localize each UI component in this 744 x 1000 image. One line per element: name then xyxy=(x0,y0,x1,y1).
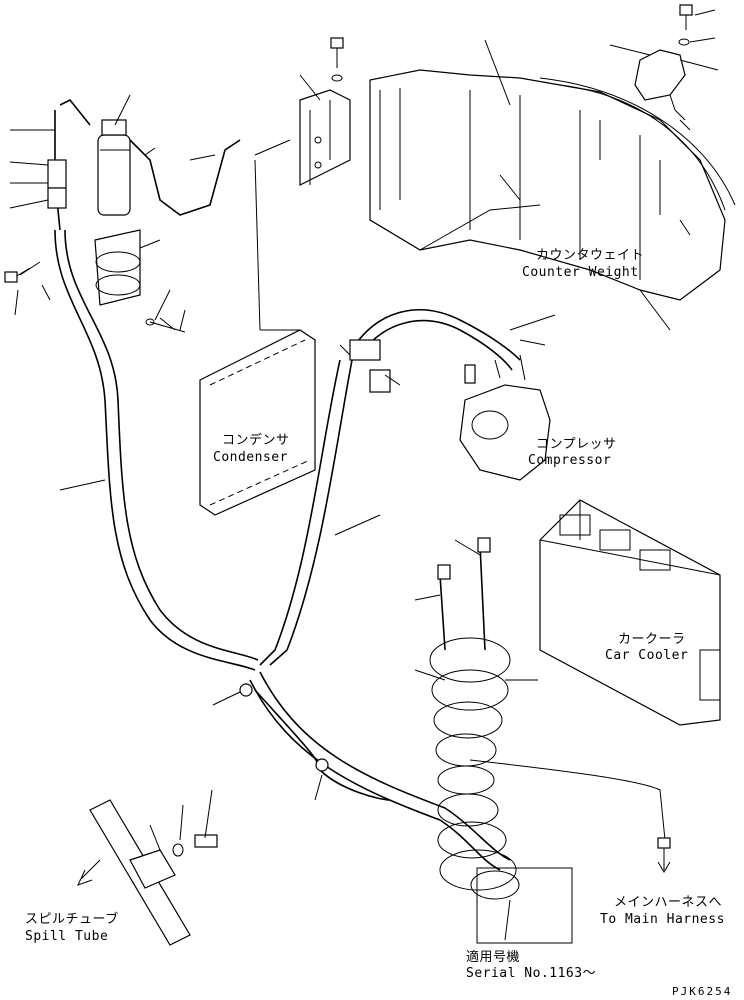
receiver-drier xyxy=(47,98,241,231)
compressor xyxy=(459,354,551,481)
car-cooler-label-en: Car Cooler xyxy=(605,648,689,663)
clamp-bracket xyxy=(94,229,141,306)
spill-tube-label-jp: スピルチューブ xyxy=(25,912,119,927)
serial-label-en: Serial No.1163～ xyxy=(466,966,597,981)
counter-weight-label-en: Counter Weight xyxy=(522,265,639,280)
spill-tube-label-en: Spill Tube xyxy=(25,929,109,944)
counter-weight-label-jp: カウンタウェイト xyxy=(536,248,645,263)
condenser-label-jp: コンデンサ xyxy=(222,433,290,448)
drawing-code: PJK6254 xyxy=(672,985,733,998)
main-harness-label-jp: メインハーネスへ xyxy=(614,895,723,910)
compressor-label-en: Compressor xyxy=(528,453,612,468)
serial-box xyxy=(476,867,573,944)
hose-left-run xyxy=(54,229,521,671)
clip-top-right xyxy=(634,49,691,131)
counter-weight xyxy=(369,69,736,301)
bolt-top xyxy=(330,4,693,82)
compressor-label-jp: コンプレッサ xyxy=(536,437,617,452)
car-cooler xyxy=(539,499,721,726)
hose-lower-run xyxy=(239,671,511,871)
coiled-hose xyxy=(429,537,520,900)
car-cooler-label-jp: カークーラ xyxy=(618,632,686,647)
serial-label-jp: 適用号機 xyxy=(466,950,521,965)
bracket-top xyxy=(299,89,351,186)
condenser-label-en: Condenser xyxy=(213,450,288,465)
main-harness-label-en: To Main Harness xyxy=(600,912,725,927)
wire-to-main-harness xyxy=(469,759,671,873)
spill-tube-detail xyxy=(77,799,218,946)
bolts-left xyxy=(4,261,186,333)
condenser xyxy=(199,159,316,516)
leader-lines xyxy=(9,9,719,941)
